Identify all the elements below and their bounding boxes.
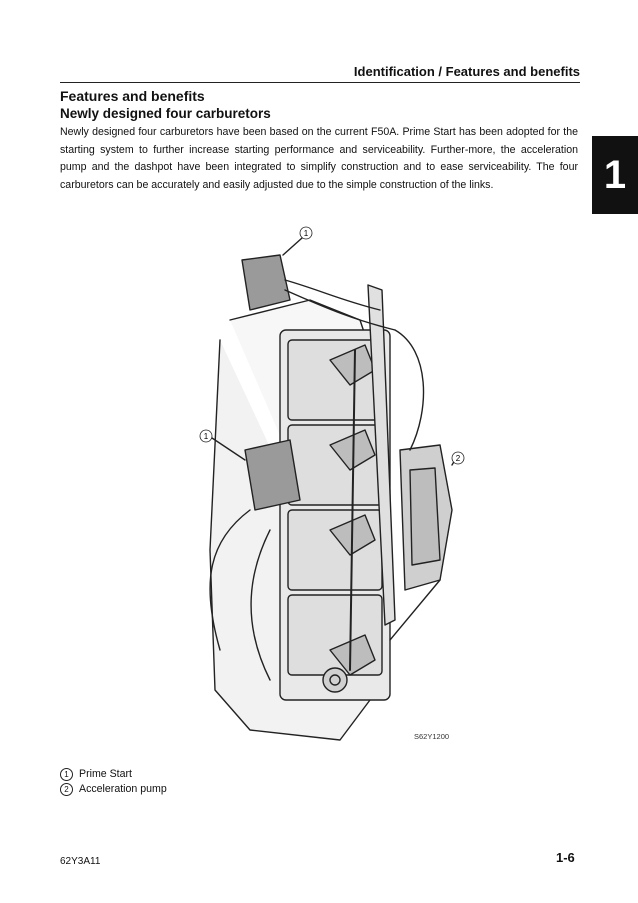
callout-label: 1 <box>304 229 309 238</box>
chapter-tab: 1 <box>592 136 638 214</box>
legend-item: 1 Prime Start <box>60 767 167 782</box>
legend-number: 2 <box>60 783 73 796</box>
footer-page-number: 1-6 <box>556 850 575 865</box>
header-rule <box>60 82 580 83</box>
legend-label: Acceleration pump <box>79 783 167 795</box>
legend-item: 2 Acceleration pump <box>60 782 167 797</box>
footer-doc-id: 62Y3A11 <box>60 856 101 867</box>
figure-code: S62Y1200 <box>414 732 450 741</box>
carburetor-illustration: 1 1 2 <box>199 226 465 741</box>
legend-label: Prime Start <box>79 768 132 780</box>
body-paragraph: Newly designed four carburetors have bee… <box>60 126 578 191</box>
callout-label: 1 <box>204 432 209 441</box>
figure-legend: 1 Prime Start 2 Acceleration pump <box>60 767 167 797</box>
callout-label: 2 <box>456 454 461 463</box>
page-header-title: Identification / Features and benefits <box>353 64 580 79</box>
legend-number: 1 <box>60 768 73 781</box>
section-subtitle: Newly designed four carburetors <box>60 106 271 121</box>
section-title: Features and benefits <box>60 88 205 104</box>
